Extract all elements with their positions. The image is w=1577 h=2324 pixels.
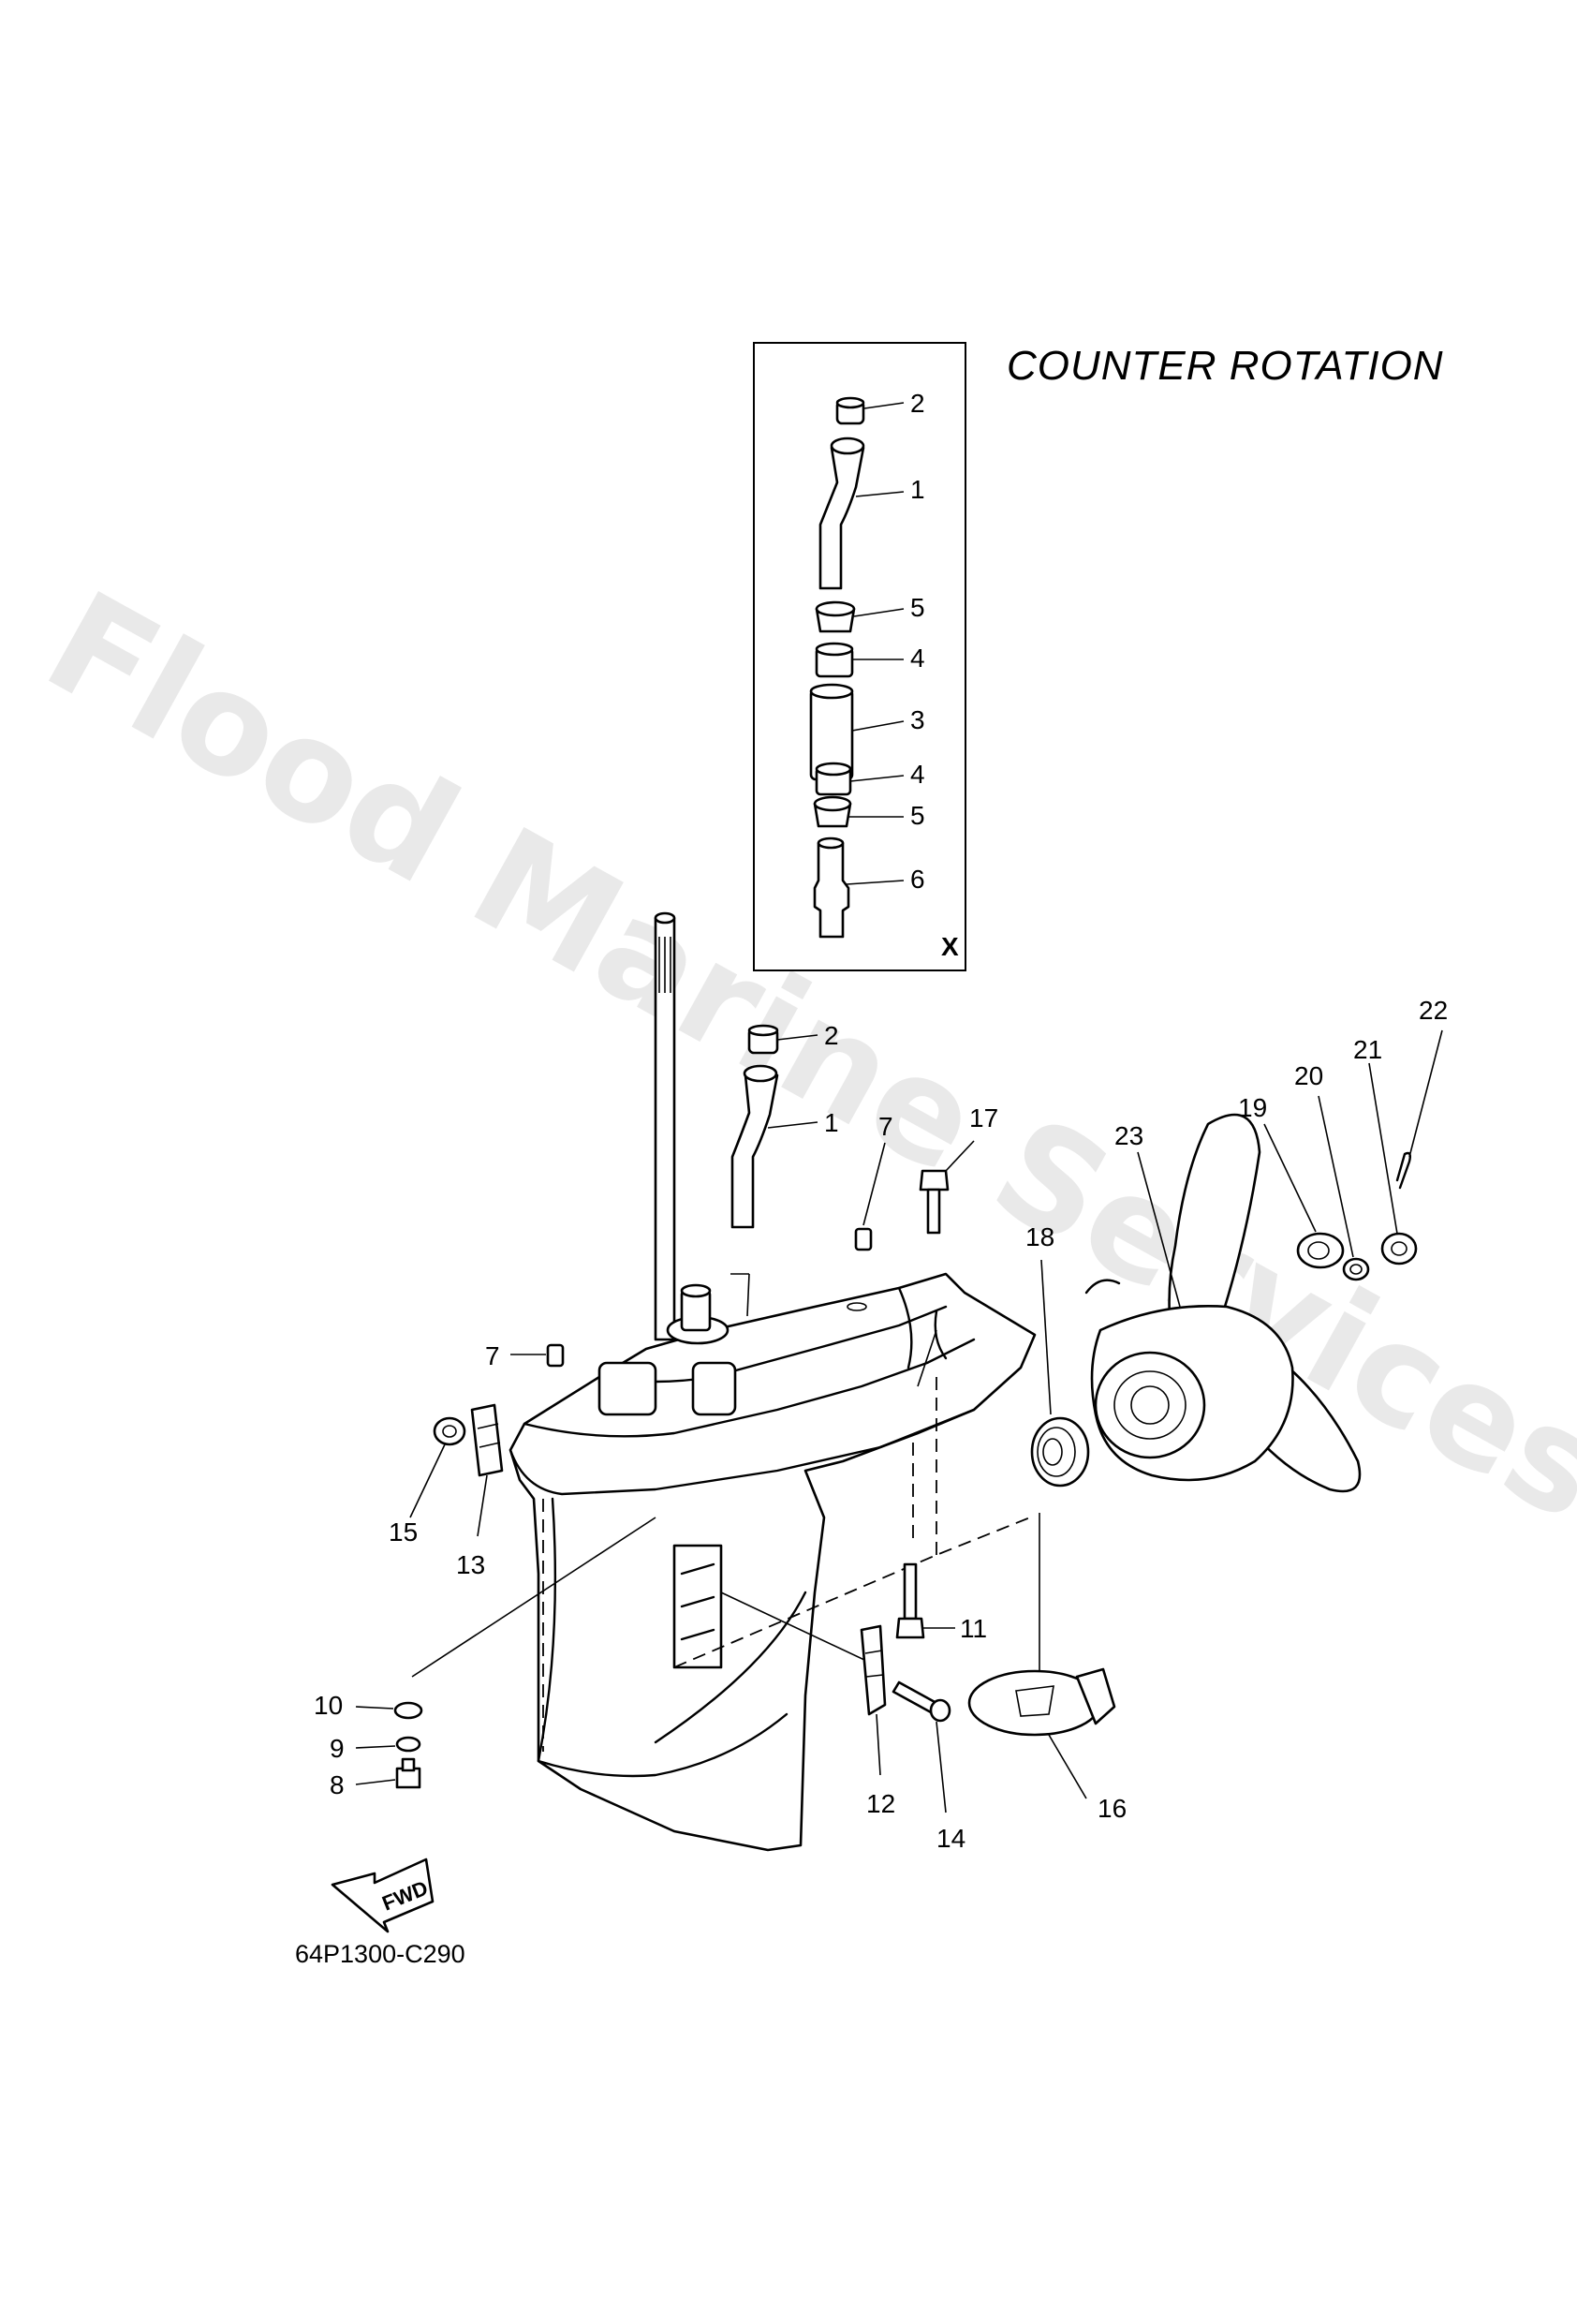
part-18-thrust-spacer [1030, 1259, 1090, 1488]
callout-14: 14 [936, 1824, 965, 1853]
callout-10: 10 [314, 1691, 343, 1720]
callout-21: 21 [1353, 1035, 1382, 1064]
part-1-water-tube [730, 1064, 818, 1229]
callout-7b: 7 [485, 1341, 500, 1370]
callout-15: 15 [389, 1517, 418, 1547]
inset-callout-6: 6 [910, 865, 925, 894]
callout-9: 9 [330, 1734, 345, 1763]
part-17-bolt [919, 1140, 975, 1235]
lower-casing [508, 1272, 1037, 1852]
leader-lines [411, 1273, 1040, 1752]
part-2-seal [747, 1024, 818, 1055]
callout-1: 1 [824, 1108, 839, 1137]
inset-callout-5a: 5 [910, 593, 925, 622]
inset-callout-5b: 5 [910, 801, 925, 830]
callout-23: 23 [1114, 1121, 1143, 1150]
part-19-washer [1263, 1123, 1345, 1269]
part-20-washer [1318, 1095, 1370, 1281]
callout-8: 8 [330, 1770, 345, 1799]
drive-shaft [654, 911, 676, 1341]
part-14-bolt [892, 1680, 951, 1813]
inset-callout-4a: 4 [910, 644, 925, 673]
callout-17: 17 [969, 1103, 998, 1132]
callout-22: 22 [1419, 996, 1448, 1025]
callout-20: 20 [1294, 1061, 1323, 1090]
part-22-cotter-pin [1395, 1029, 1443, 1190]
callout-19: 19 [1238, 1093, 1267, 1122]
inset-callout-3: 3 [910, 705, 925, 734]
callout-16: 16 [1098, 1794, 1127, 1823]
callout-2: 2 [824, 1021, 839, 1050]
forward-arrow: FWD [331, 1858, 435, 1933]
callout-7a: 7 [878, 1112, 893, 1141]
part-7-dowel-b [510, 1343, 565, 1368]
part-13-anode [470, 1403, 504, 1537]
part-8-bolt [355, 1757, 421, 1789]
diagram-code: 64P1300-C290 [295, 1940, 465, 1968]
inset-detail-x: X [753, 342, 966, 971]
inset-marker: X [941, 932, 959, 961]
part-23-propeller [1084, 1113, 1362, 1493]
inset-callout-2: 2 [910, 389, 925, 418]
callout-11: 11 [960, 1614, 987, 1643]
part-11-bolt [895, 1562, 955, 1639]
part-21-nut [1368, 1062, 1418, 1266]
inset-callout-1: 1 [910, 475, 925, 504]
callout-12: 12 [866, 1789, 895, 1818]
part-16-trim-tab [967, 1667, 1116, 1799]
callout-13: 13 [456, 1550, 485, 1579]
part-12-anode [860, 1624, 887, 1776]
inset-callout-4b: 4 [910, 760, 925, 789]
part-15-nut [409, 1416, 466, 1518]
diagram-title: COUNTER ROTATION [1007, 343, 1444, 389]
part-9-lock-washer [355, 1736, 421, 1753]
callout-18: 18 [1025, 1222, 1054, 1251]
part-10-washer [355, 1701, 423, 1720]
part-7-dowel-a [854, 1142, 886, 1251]
